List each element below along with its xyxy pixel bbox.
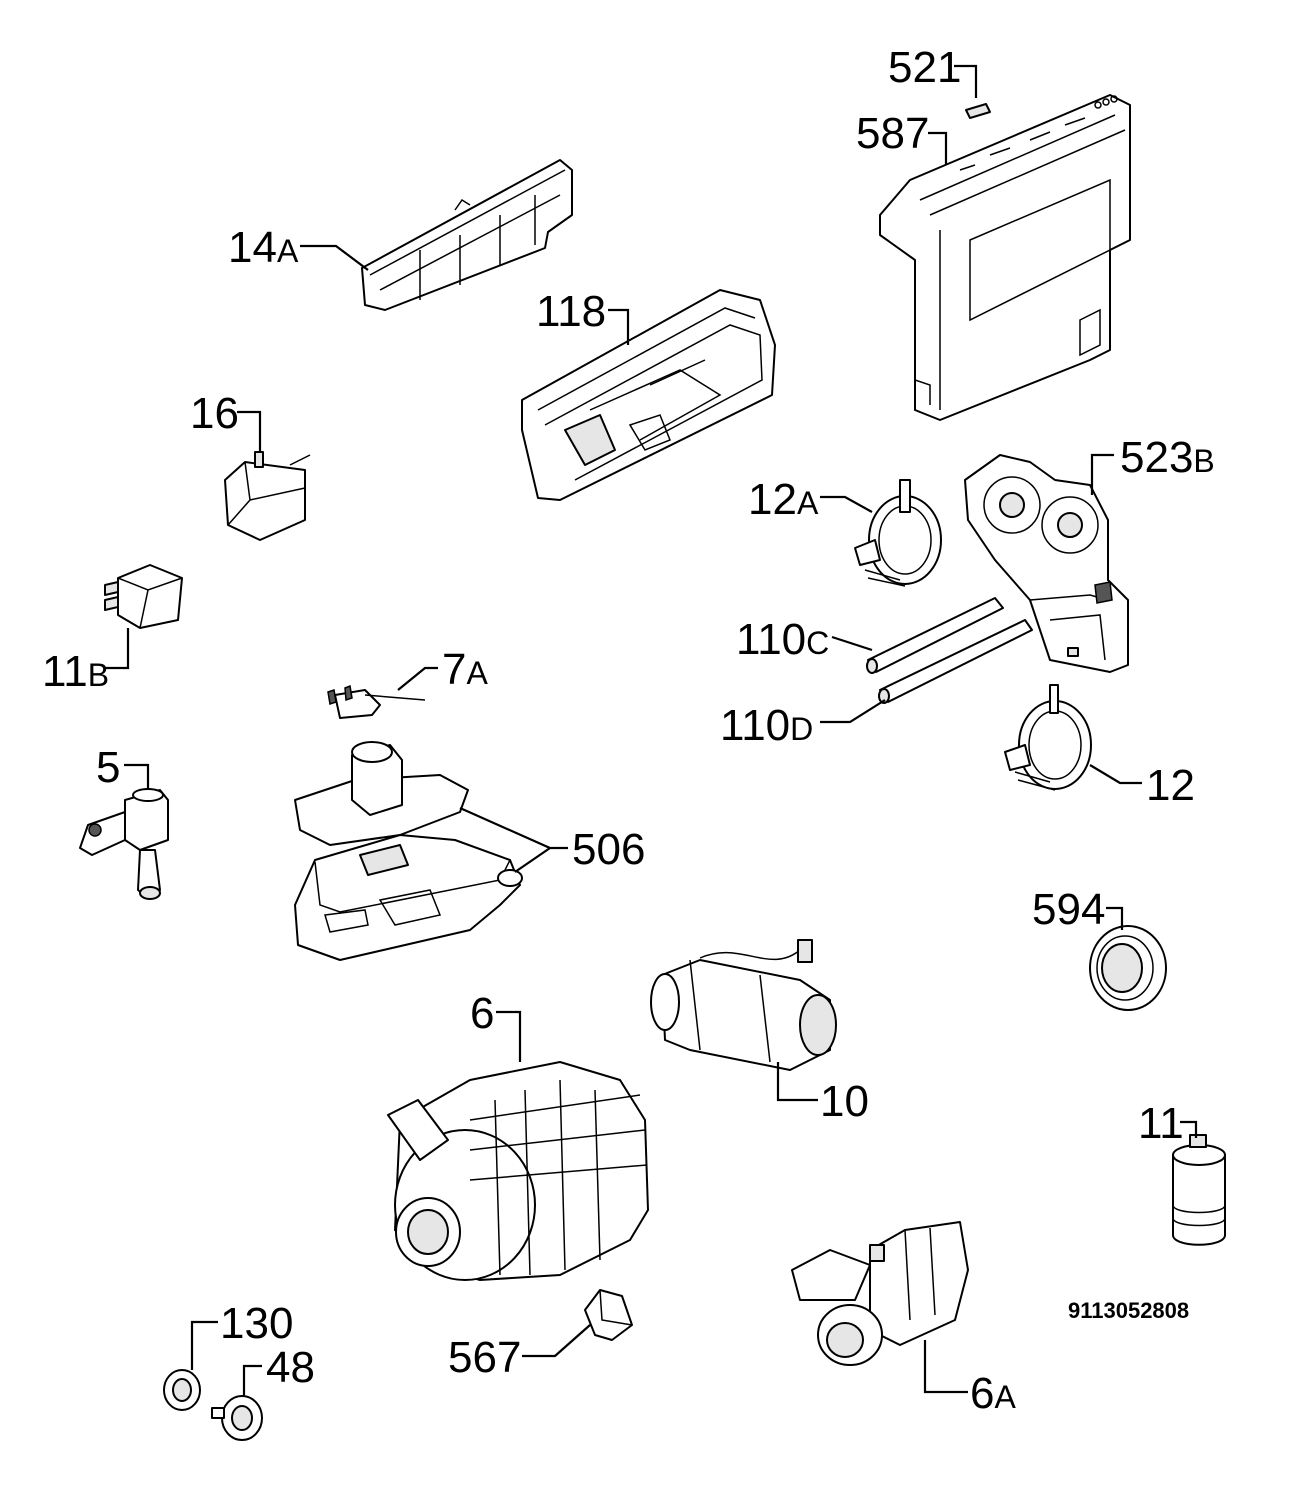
part-14a-switch-strip bbox=[361, 159, 573, 311]
label-12a: 12A bbox=[748, 475, 819, 524]
part-506-sump-cover bbox=[294, 741, 469, 846]
part-12-pressure-switch bbox=[1004, 684, 1092, 791]
label-14a: 14A bbox=[228, 223, 299, 272]
label-523b: 523B bbox=[1120, 433, 1215, 482]
label-11: 11 bbox=[1138, 1099, 1184, 1148]
leader-lines bbox=[104, 64, 1198, 1396]
part-521-connector bbox=[965, 103, 991, 119]
label-118: 118 bbox=[536, 287, 606, 336]
label-110d: 110D bbox=[720, 701, 813, 750]
label-587: 587 bbox=[856, 109, 929, 158]
part-523b-softener bbox=[964, 454, 1129, 673]
part-5-inlet-valve bbox=[79, 788, 169, 900]
label-10: 10 bbox=[820, 1077, 869, 1126]
part-6-circulation-pump bbox=[387, 1061, 649, 1281]
part-118-dispenser bbox=[521, 289, 776, 501]
part-10-heater bbox=[650, 939, 837, 1071]
label-6a: 6A bbox=[970, 1369, 1016, 1418]
part-7a-float-switch bbox=[327, 684, 426, 719]
part-16-door-switch bbox=[224, 451, 311, 541]
part-567-clip bbox=[584, 1289, 633, 1341]
part-11b-relay bbox=[104, 564, 183, 629]
part-587-control-module bbox=[879, 94, 1131, 421]
part-11-capacitor bbox=[1172, 1134, 1226, 1246]
label-110c: 110C bbox=[736, 615, 829, 664]
part-12a-pressure-switch bbox=[854, 479, 942, 587]
label-567: 567 bbox=[448, 1333, 521, 1382]
part-48-plug bbox=[211, 1395, 263, 1441]
label-594: 594 bbox=[1032, 885, 1105, 934]
part-labels: 521 587 14A 118 16 523B 12A 11B 7A 110C … bbox=[42, 43, 1215, 1418]
part-110d-tube bbox=[878, 619, 1033, 704]
part-506-sump-base bbox=[294, 834, 523, 961]
label-7a: 7A bbox=[442, 645, 488, 694]
label-6: 6 bbox=[470, 989, 494, 1038]
label-506: 506 bbox=[572, 825, 645, 874]
label-11b: 11B bbox=[42, 647, 109, 696]
part-594-cap bbox=[1089, 925, 1167, 1011]
label-521: 521 bbox=[888, 43, 961, 92]
part-6a-drain-pump bbox=[791, 1221, 969, 1366]
part-110c-tube bbox=[866, 597, 1004, 674]
label-12: 12 bbox=[1146, 761, 1195, 810]
label-16: 16 bbox=[190, 389, 239, 438]
document-number: 9113052808 bbox=[1068, 1298, 1189, 1323]
label-5: 5 bbox=[96, 743, 120, 792]
label-48: 48 bbox=[266, 1343, 315, 1392]
label-130: 130 bbox=[220, 1299, 293, 1348]
part-130-seal-ring bbox=[163, 1369, 201, 1411]
